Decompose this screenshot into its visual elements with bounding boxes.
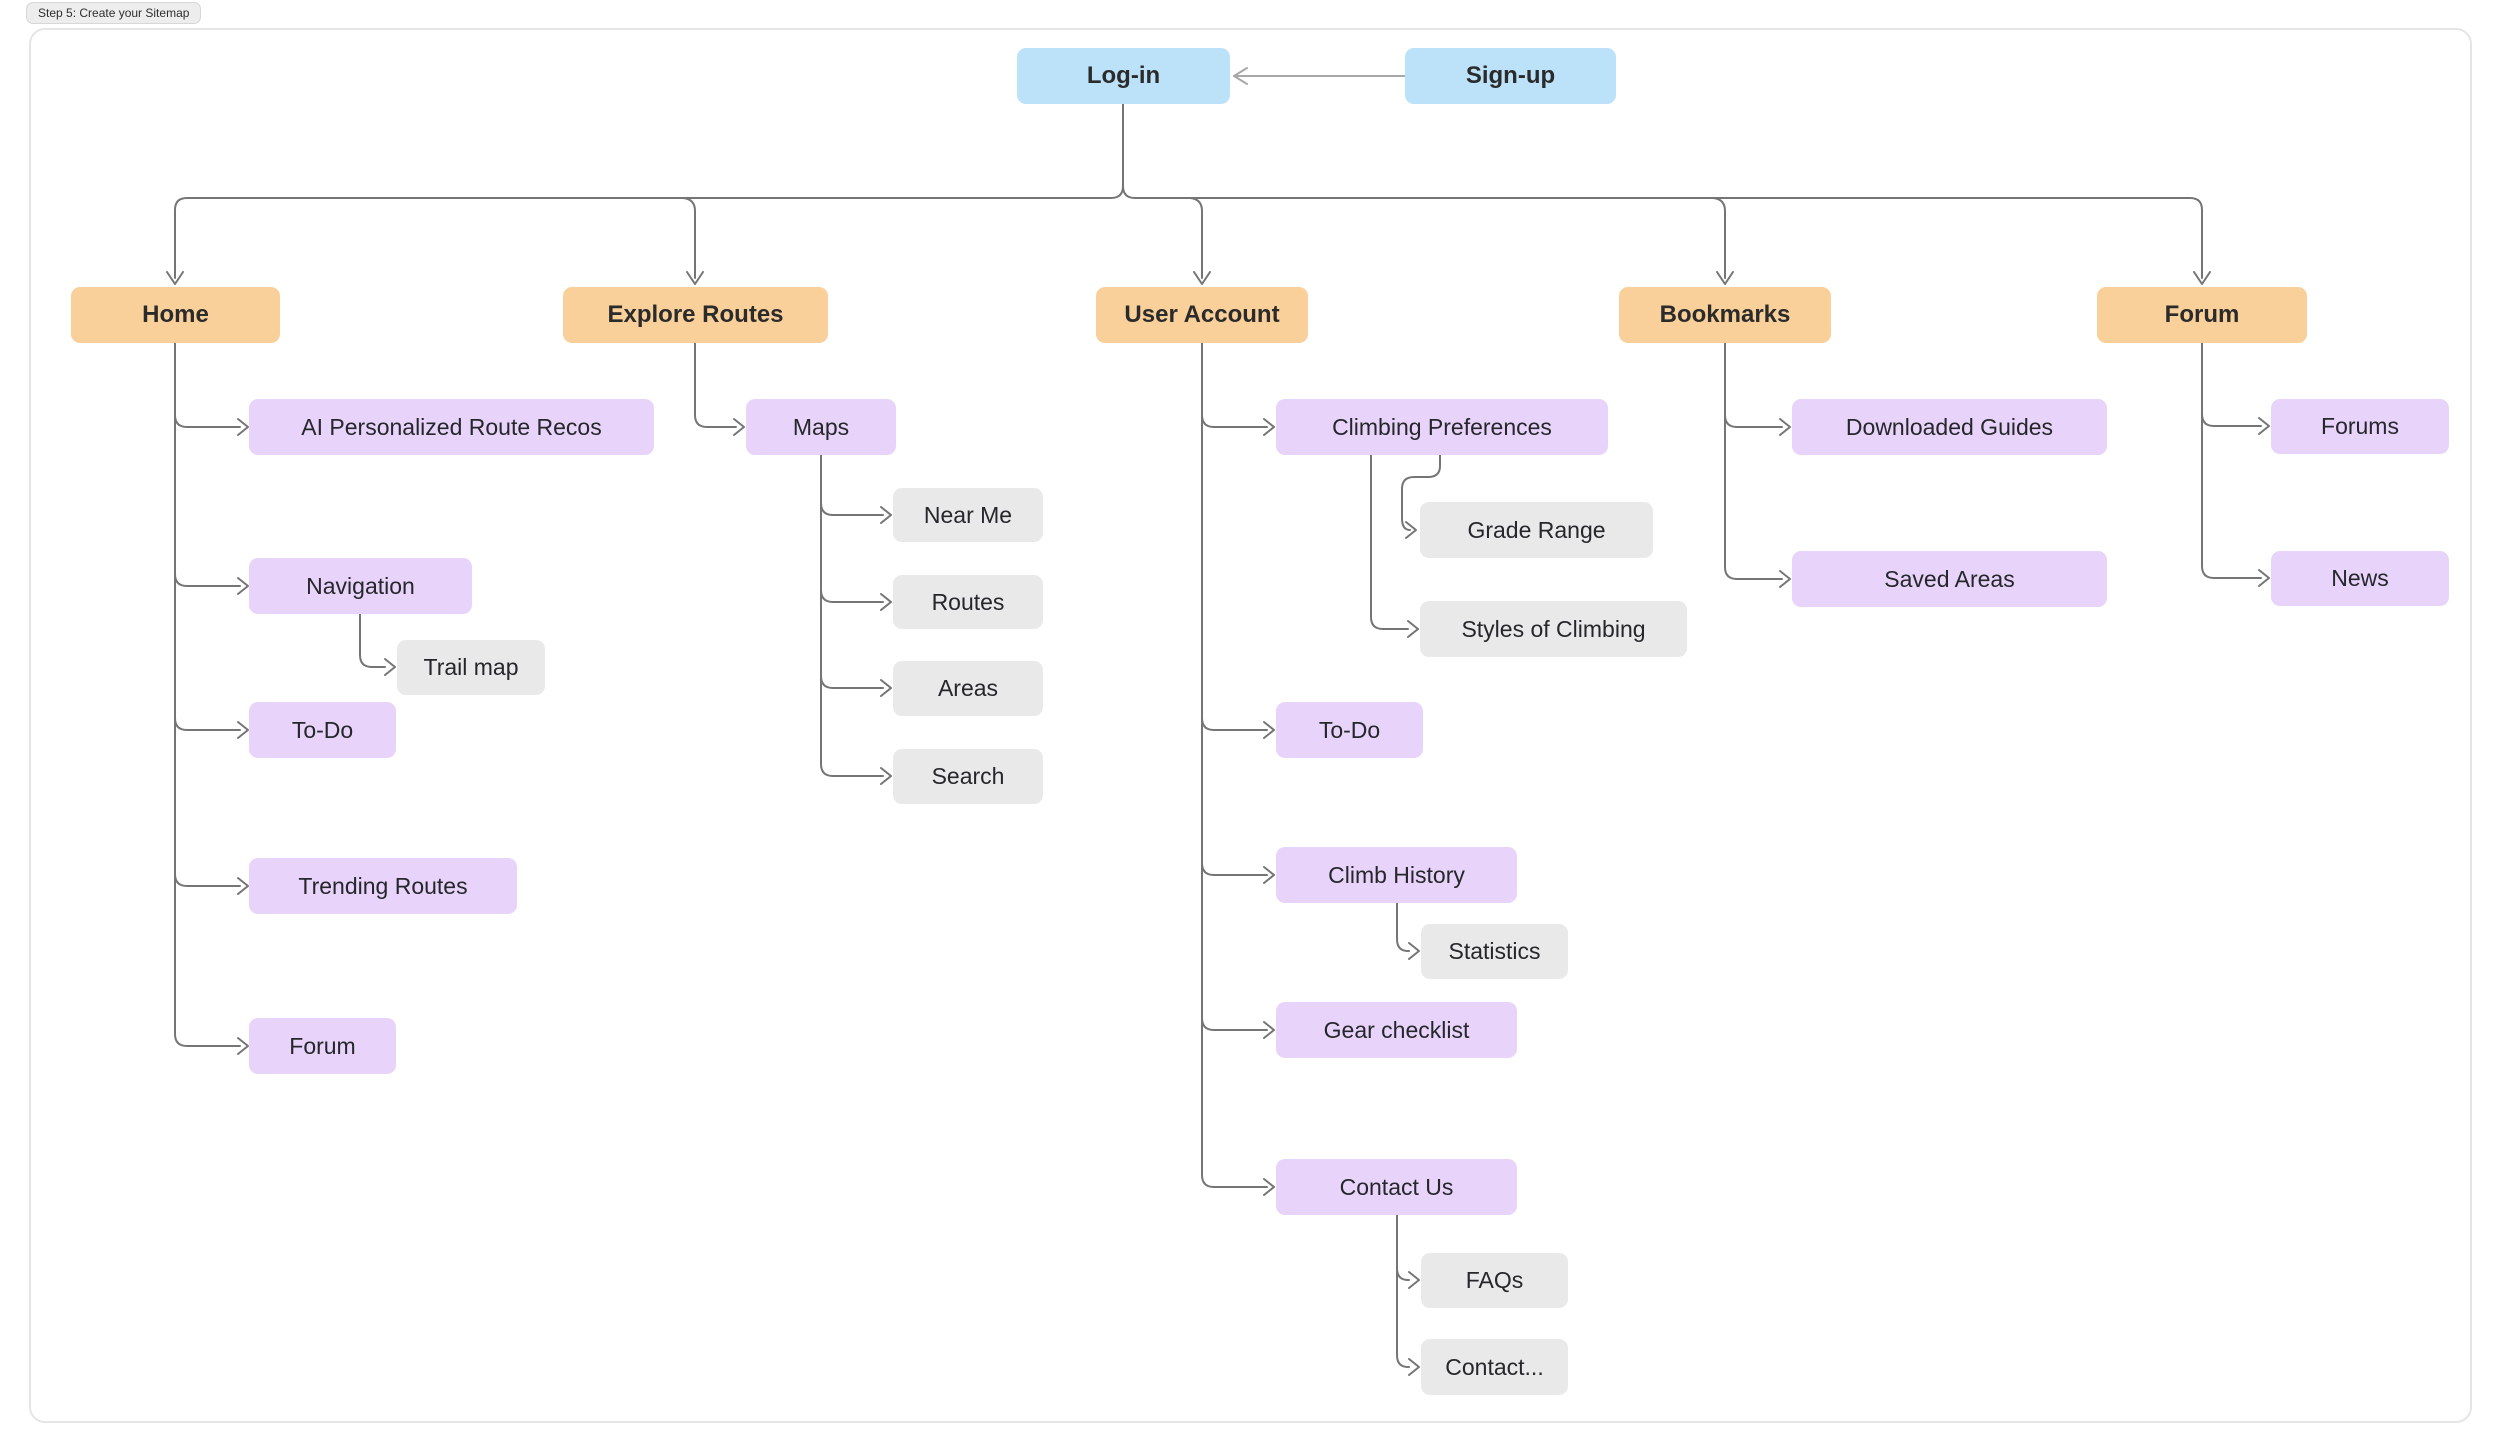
node-login[interactable]: Log-in [1017, 48, 1230, 104]
node-saved-areas[interactable]: Saved Areas [1792, 551, 2107, 607]
node-todo-user-account[interactable]: To-Do [1276, 702, 1423, 758]
node-near-me[interactable]: Near Me [893, 488, 1043, 542]
node-grade-range[interactable]: Grade Range [1420, 502, 1653, 558]
node-home[interactable]: Home [71, 287, 280, 343]
node-ai-route-recos[interactable]: AI Personalized Route Recos [249, 399, 654, 455]
node-forum-home[interactable]: Forum [249, 1018, 396, 1074]
node-downloaded-guides[interactable]: Downloaded Guides [1792, 399, 2107, 455]
node-gear-checklist[interactable]: Gear checklist [1276, 1002, 1517, 1058]
step-label-badge: Step 5: Create your Sitemap [26, 2, 202, 24]
node-statistics[interactable]: Statistics [1421, 924, 1568, 979]
node-maps[interactable]: Maps [746, 399, 896, 455]
node-trail-map[interactable]: Trail map [397, 640, 545, 695]
node-trending-routes[interactable]: Trending Routes [249, 858, 517, 914]
node-contact-us[interactable]: Contact Us [1276, 1159, 1517, 1215]
node-user-account[interactable]: User Account [1096, 287, 1308, 343]
node-styles-of-climbing[interactable]: Styles of Climbing [1420, 601, 1687, 657]
node-bookmarks[interactable]: Bookmarks [1619, 287, 1831, 343]
node-todo-home[interactable]: To-Do [249, 702, 396, 758]
node-navigation[interactable]: Navigation [249, 558, 472, 614]
node-areas[interactable]: Areas [893, 661, 1043, 716]
node-forums[interactable]: Forums [2271, 399, 2449, 454]
node-climb-history[interactable]: Climb History [1276, 847, 1517, 903]
node-faqs[interactable]: FAQs [1421, 1253, 1568, 1308]
node-climbing-preferences[interactable]: Climbing Preferences [1276, 399, 1608, 455]
node-routes[interactable]: Routes [893, 575, 1043, 629]
node-signup[interactable]: Sign-up [1405, 48, 1616, 104]
node-forum[interactable]: Forum [2097, 287, 2307, 343]
node-search[interactable]: Search [893, 749, 1043, 804]
node-contact-more[interactable]: Contact... [1421, 1339, 1568, 1395]
node-explore-routes[interactable]: Explore Routes [563, 287, 828, 343]
node-news[interactable]: News [2271, 551, 2449, 606]
